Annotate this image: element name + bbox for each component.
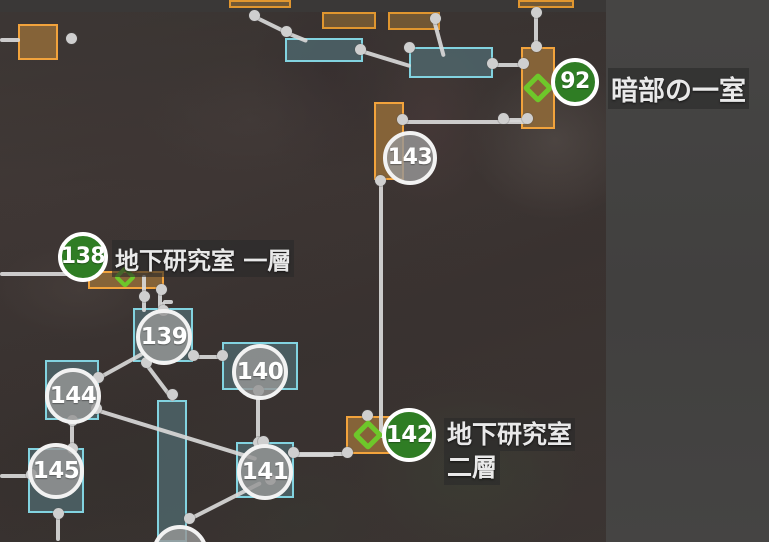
map-node-dot <box>397 114 408 125</box>
map-label-138: 地下研究室 一層 <box>112 240 295 277</box>
map-node-dot <box>217 350 228 361</box>
map-node-dot <box>53 508 64 519</box>
map-edge <box>0 474 32 478</box>
label-line: 二層 <box>444 451 501 485</box>
map-node-badge-143[interactable]: 143 <box>383 131 437 185</box>
badge-number: 138 <box>60 244 106 269</box>
map-node-dot <box>404 42 415 53</box>
map-node-dot <box>531 41 542 52</box>
map-node-dot <box>66 33 77 44</box>
map-node-dot <box>188 350 199 361</box>
map-edge <box>193 355 223 359</box>
map-node-dot <box>487 58 498 69</box>
room-rect[interactable] <box>322 12 376 29</box>
room-rect-corridor[interactable] <box>157 400 187 542</box>
map-node-dot <box>375 175 386 186</box>
map-node-badge-145[interactable]: 145 <box>28 443 84 499</box>
room-rect[interactable] <box>409 47 493 78</box>
map-edge <box>294 453 334 457</box>
badge-number: 140 <box>236 358 284 385</box>
map-node-dot <box>184 513 195 524</box>
badge-number: 92 <box>560 69 590 94</box>
map-node-dot <box>141 357 152 368</box>
badge-number: 142 <box>385 421 433 448</box>
map-edge <box>0 38 20 42</box>
map-node-dot <box>249 10 260 21</box>
map-node-badge-92[interactable]: 92 <box>551 58 599 106</box>
map-edge <box>379 182 383 438</box>
map-node-dot <box>498 113 509 124</box>
map-node-dot <box>342 447 353 458</box>
map-node-dot <box>156 284 167 295</box>
map-edge <box>0 272 92 276</box>
map-node-dot <box>281 26 292 37</box>
map-node-dot <box>355 44 366 55</box>
label-line: 地下研究室 <box>444 418 576 452</box>
room-rect[interactable] <box>18 24 58 60</box>
map-node-badge-142[interactable]: 142 <box>382 408 436 462</box>
map-node-dot <box>258 436 269 447</box>
map-node-dot <box>518 58 529 69</box>
map-node-badge-141[interactable]: 141 <box>237 444 293 500</box>
map-node-dot <box>362 410 373 421</box>
badge-number: 144 <box>49 382 97 409</box>
map-node-dot <box>288 447 299 458</box>
map-top-band <box>0 0 606 12</box>
map-edge <box>163 300 173 304</box>
badge-number: 141 <box>241 458 289 485</box>
map-edge <box>491 63 525 67</box>
badge-number: 145 <box>32 457 80 484</box>
badge-number: 139 <box>140 323 188 350</box>
map-node-dot <box>522 113 533 124</box>
label-line: 地下研究室 一層 <box>112 240 295 277</box>
map-node-badge-140[interactable]: 140 <box>232 344 288 400</box>
map-node-badge-138[interactable]: 138 <box>58 232 108 282</box>
map-edge <box>402 120 527 124</box>
map-label-92: 暗部の一室 <box>608 68 749 109</box>
map-node-dot <box>531 7 542 18</box>
map-node-dot <box>93 372 104 383</box>
map-node-dot <box>430 13 441 24</box>
room-rect[interactable] <box>229 0 291 8</box>
map-node-badge-139[interactable]: 139 <box>136 309 192 365</box>
map-node-dot <box>167 389 178 400</box>
map-node-dot <box>139 291 150 302</box>
label-line: 暗部の一室 <box>608 68 749 109</box>
map-label-142: 地下研究室 二層 <box>444 418 576 485</box>
room-rect[interactable] <box>518 0 574 8</box>
room-rect[interactable] <box>285 38 363 62</box>
map-node-badge-144[interactable]: 144 <box>45 368 101 424</box>
badge-number: 143 <box>387 145 433 170</box>
